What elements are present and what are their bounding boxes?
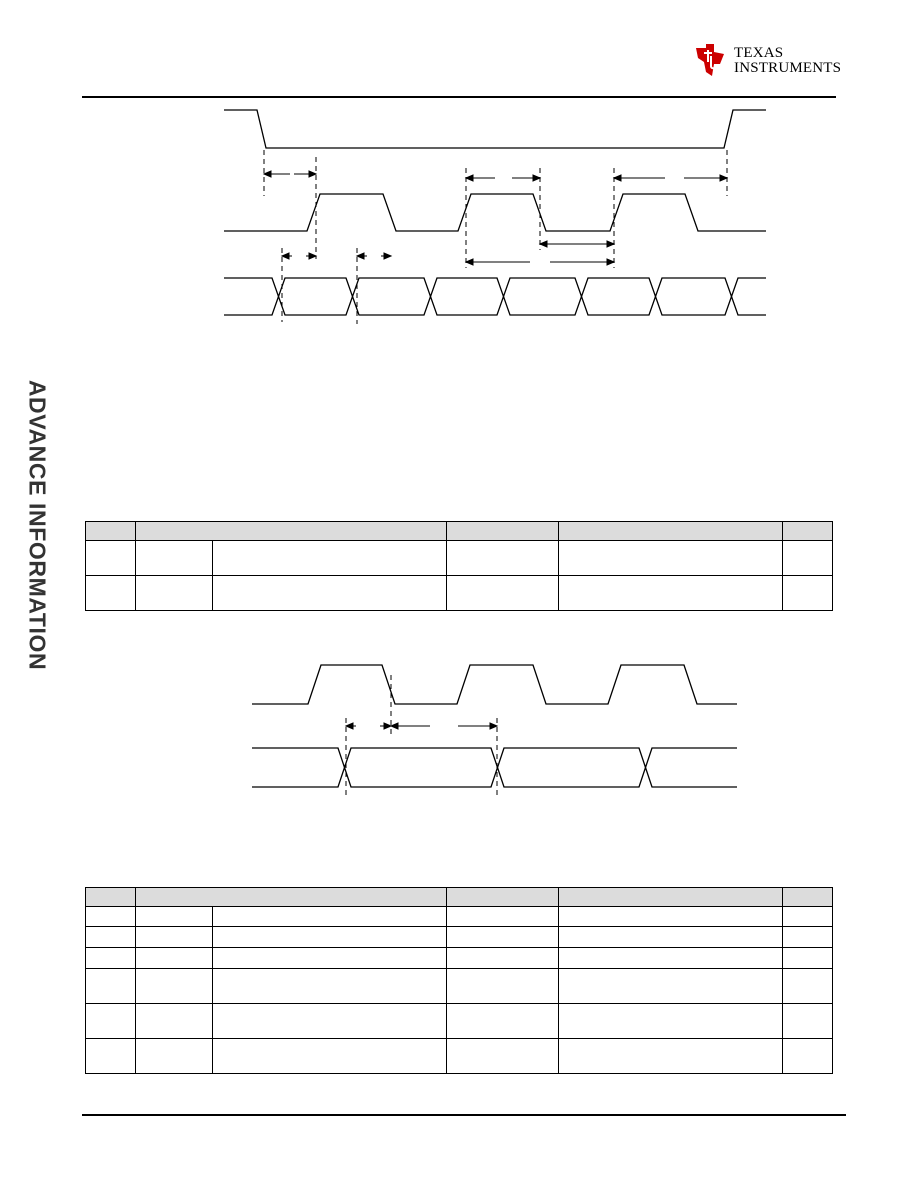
table-row <box>85 540 833 576</box>
timing-arrows-1 <box>262 170 729 266</box>
table-row <box>85 968 833 1004</box>
clock-waveform <box>224 193 766 232</box>
table-header-row <box>85 521 833 541</box>
table-row <box>85 575 833 611</box>
strobe-waveform <box>224 109 766 149</box>
footer-rule <box>82 1114 846 1116</box>
clock-waveform-2 <box>252 664 737 705</box>
ti-logo-icon <box>696 44 724 76</box>
timing-table-1 <box>85 521 833 611</box>
logo-line2: INSTRUMENTS <box>734 60 842 76</box>
header-rule <box>82 96 836 98</box>
ti-logo: TEXAS INSTRUMENTS <box>690 42 841 82</box>
logo-line1: TEXAS <box>734 45 784 61</box>
data-waveform-2 <box>252 747 737 788</box>
timing-diagram-1 <box>224 109 766 324</box>
timing-arrows-2 <box>344 722 499 730</box>
table-row <box>85 1038 833 1074</box>
data-bus-waveform <box>224 277 766 316</box>
table-row <box>85 906 833 927</box>
table-row <box>85 926 833 948</box>
timing-guides-2 <box>345 675 498 795</box>
timing-diagram-2 <box>252 664 737 795</box>
watermark-text: ADVANCE INFORMATION <box>24 379 51 671</box>
ti-logo-text: TEXAS INSTRUMENTS <box>734 46 841 76</box>
table-row <box>85 1003 833 1039</box>
table-header-row <box>85 887 833 907</box>
table-row <box>85 947 833 969</box>
advance-information-watermark: ADVANCE INFORMATION <box>12 360 62 690</box>
timing-table-2 <box>85 887 833 1074</box>
timing-guides-1 <box>263 150 728 324</box>
